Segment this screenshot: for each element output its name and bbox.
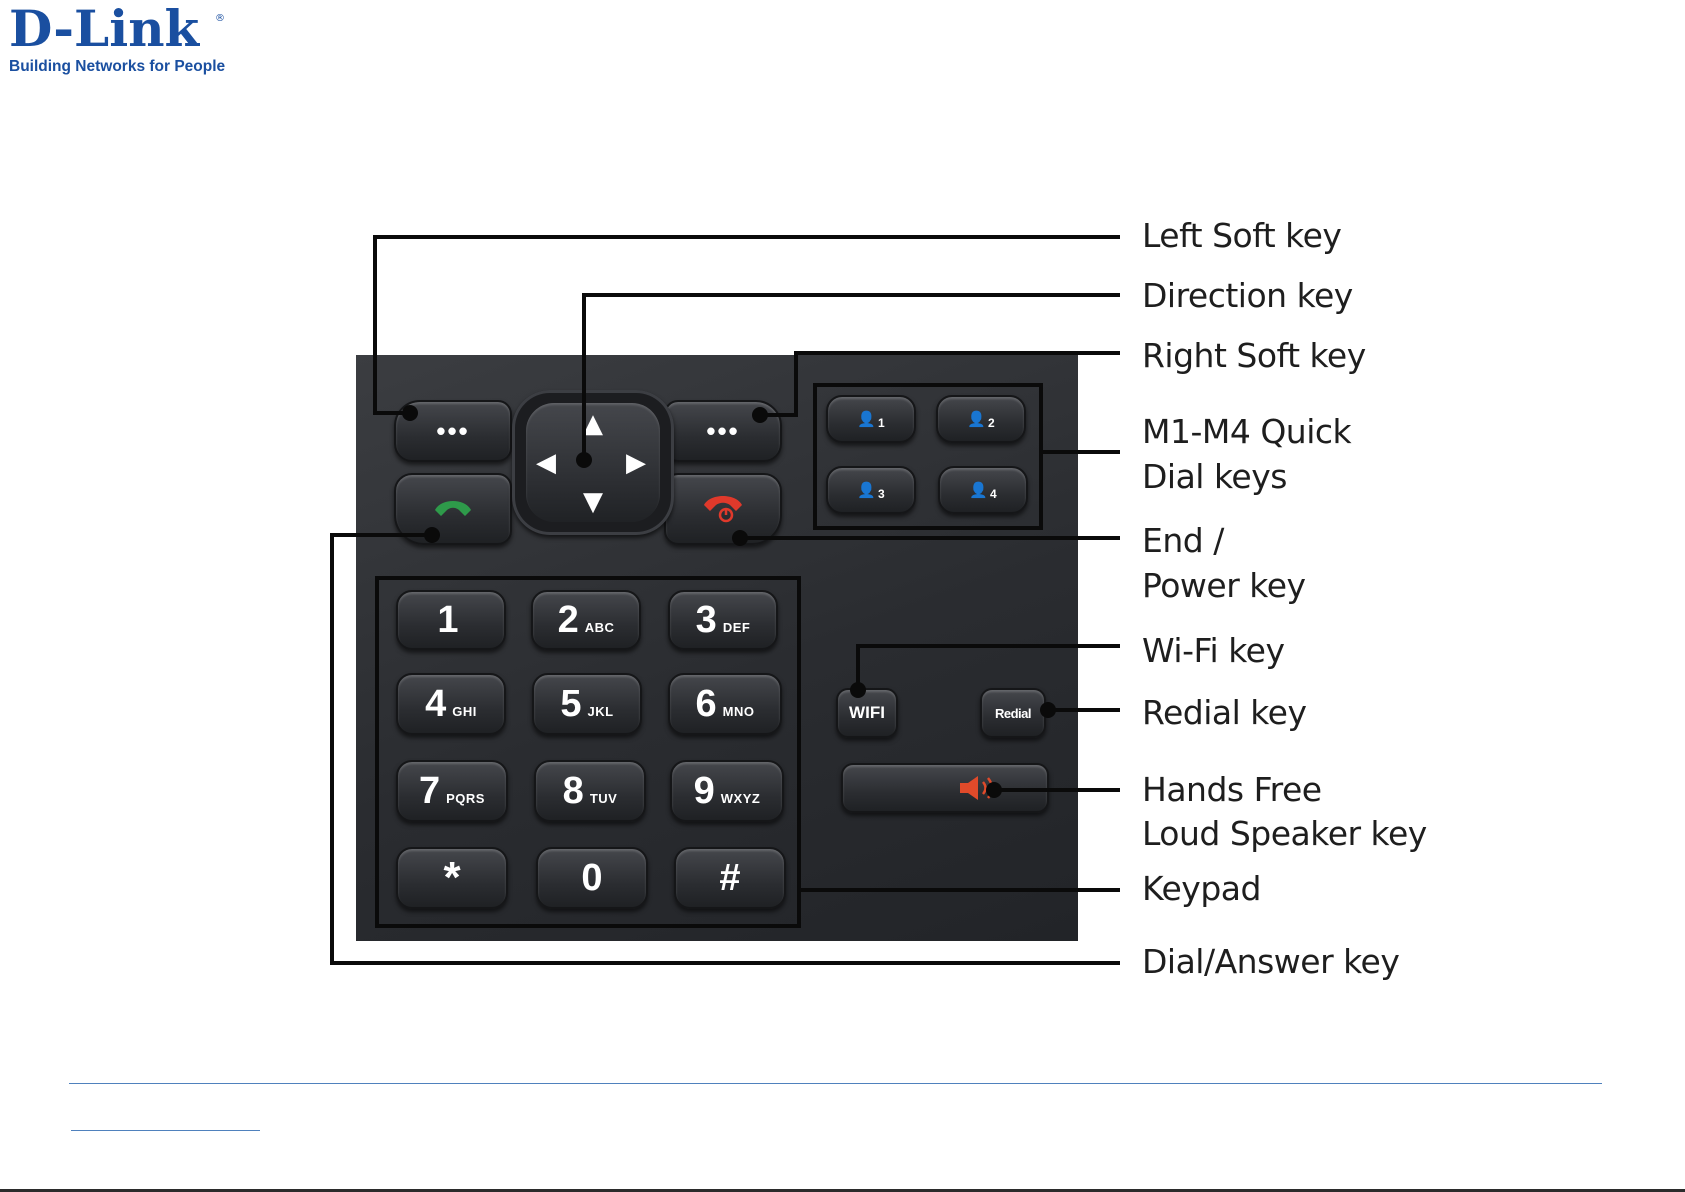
key-number: 8 (563, 772, 584, 810)
key-number: 2 (558, 601, 579, 639)
key-letters: MNO (723, 704, 755, 719)
end-power-key[interactable] (664, 473, 782, 545)
key-letters: PQRS (446, 791, 485, 806)
key-number: 9 (694, 772, 715, 810)
arrow-right-icon: ▶ (626, 450, 646, 476)
quick-dial-number: 4 (990, 487, 997, 501)
key-letters: ABC (585, 620, 615, 635)
quick-dial-number: 1 (878, 416, 885, 430)
person-icon: 👤 (969, 481, 988, 499)
person-icon: 👤 (967, 410, 986, 428)
quick-dial-key-m1[interactable]: 👤1 (826, 395, 916, 443)
footer-link-underline (71, 1130, 260, 1131)
label-hands-free-1: Hands Free (1142, 767, 1322, 812)
key-letters: GHI (452, 704, 477, 719)
right-soft-key[interactable]: ••• (664, 400, 782, 462)
key-number: 7 (419, 772, 440, 810)
person-icon: 👤 (857, 410, 876, 428)
logo-registered-mark: ® (215, 13, 225, 24)
label-end-power-2: Power key (1142, 563, 1306, 608)
label-dial-answer-key: Dial/Answer key (1142, 939, 1399, 984)
footer-rule (69, 1083, 1602, 1084)
key-number: 3 (696, 601, 717, 639)
quick-dial-key-m2[interactable]: 👤2 (936, 395, 1026, 443)
label-quick-dial-1: M1-M4 Quick (1142, 409, 1351, 454)
quick-dial-number: 3 (878, 487, 885, 501)
quick-dial-key-m3[interactable]: 👤3 (826, 466, 916, 514)
quick-dial-key-m4[interactable]: 👤4 (938, 466, 1028, 514)
right-soft-key-dots: ••• (706, 416, 739, 447)
label-quick-dial-2: Dial keys (1142, 454, 1287, 499)
label-hands-free-2: Loud Speaker key (1142, 811, 1427, 856)
wifi-key-text: WIFI (849, 703, 885, 723)
hands-free-key[interactable] (841, 763, 1049, 813)
dial-answer-key[interactable] (394, 473, 512, 545)
keypad-key-hash[interactable]: # (674, 847, 786, 909)
redial-key-text: Redial (995, 706, 1031, 721)
quick-dial-number: 2 (988, 416, 995, 430)
key-letters: JKL (588, 704, 614, 719)
key-letters: TUV (590, 791, 618, 806)
person-icon: 👤 (857, 481, 876, 499)
key-number: 1 (437, 601, 458, 639)
key-number: 0 (581, 859, 602, 897)
label-keypad: Keypad (1142, 866, 1261, 911)
key-number: * (443, 856, 460, 900)
wifi-key[interactable]: WIFI (836, 688, 898, 738)
label-left-soft-key: Left Soft key (1142, 213, 1341, 258)
phone-red-icon (700, 493, 746, 525)
label-direction-key: Direction key (1142, 273, 1353, 318)
key-number: 4 (425, 685, 446, 723)
redial-key[interactable]: Redial (980, 688, 1046, 738)
label-right-soft-key: Right Soft key (1142, 333, 1366, 378)
key-letters: DEF (723, 620, 751, 635)
dlink-logo: D-Link ® Building Networks for People (9, 10, 229, 80)
keypad-key-0[interactable]: 0 (536, 847, 648, 909)
keypad-key-star[interactable]: * (396, 847, 508, 909)
direction-key[interactable]: ▲ ▼ ◀ ▶ (512, 390, 674, 535)
direction-key-center: ▲ ▼ ◀ ▶ (526, 403, 660, 522)
left-soft-key[interactable]: ••• (394, 400, 512, 462)
speaker-icon (958, 774, 1002, 802)
label-wifi-key: Wi-Fi key (1142, 628, 1285, 673)
label-redial-key: Redial key (1142, 690, 1307, 735)
logo-wordmark: D-Link (9, 4, 199, 54)
key-number: # (719, 859, 740, 897)
phone-green-icon (431, 496, 475, 522)
key-letters: WXYZ (721, 791, 761, 806)
phone-keypad-photo: ••• ••• ▲ ▼ ◀ ▶ 👤1 👤2 👤3 👤4 (356, 355, 1078, 941)
key-number: 6 (696, 685, 717, 723)
keypad-key-1[interactable]: 1 (396, 590, 506, 650)
key-number: 5 (560, 685, 581, 723)
arrow-up-icon: ▲ (583, 411, 603, 437)
logo-tagline: Building Networks for People (9, 58, 225, 76)
arrow-left-icon: ◀ (536, 450, 556, 476)
arrow-down-icon: ▼ (583, 489, 603, 515)
label-end-power-1: End / (1142, 518, 1224, 563)
left-soft-key-dots: ••• (436, 416, 469, 447)
